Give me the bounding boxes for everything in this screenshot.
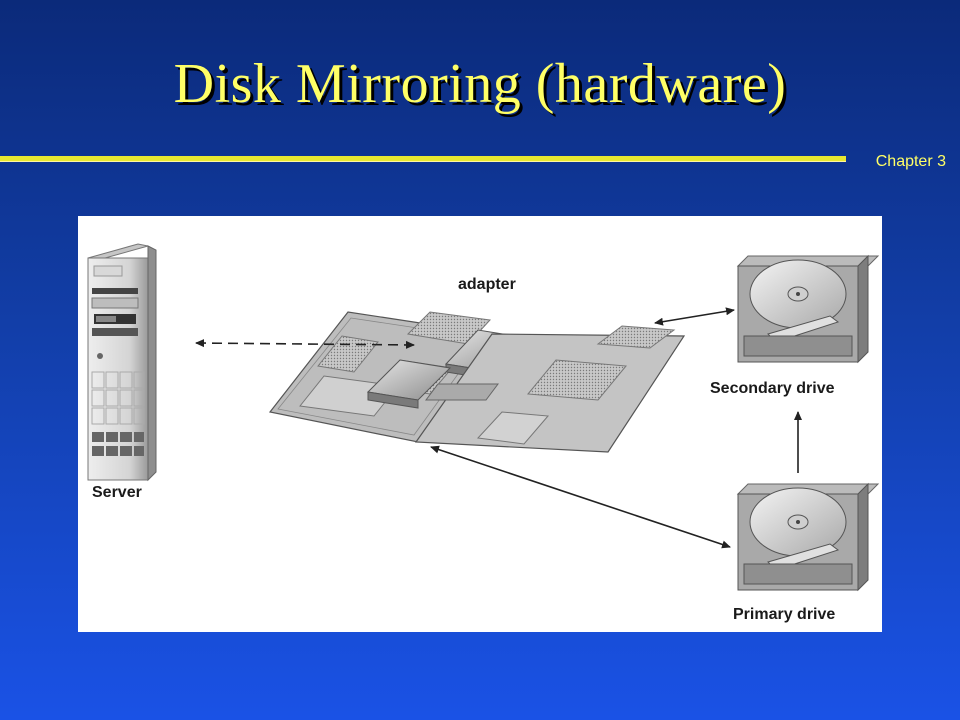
slide-title: Disk Mirroring (hardware) [173,53,787,115]
adapter-label: adapter [458,276,516,293]
title-underline [0,156,846,162]
adapter-card-icon [268,311,686,453]
secondary-drive-icon [736,254,880,364]
adapter-primary-arrow [430,445,731,549]
adapter-secondary-arrow [654,307,735,326]
secondary-drive-label: Secondary drive [710,380,835,397]
primary-drive-icon [736,482,880,592]
server-label: Server [92,484,142,501]
diagram-panel: adapter Secondary drive Server Primary d… [78,216,882,632]
server-tower-icon [87,243,157,482]
chapter-label: Chapter 3 [875,153,946,170]
diagram-canvas [87,243,880,592]
server-adapter-arrow [195,339,415,349]
primary-drive-label: Primary drive [733,606,836,623]
